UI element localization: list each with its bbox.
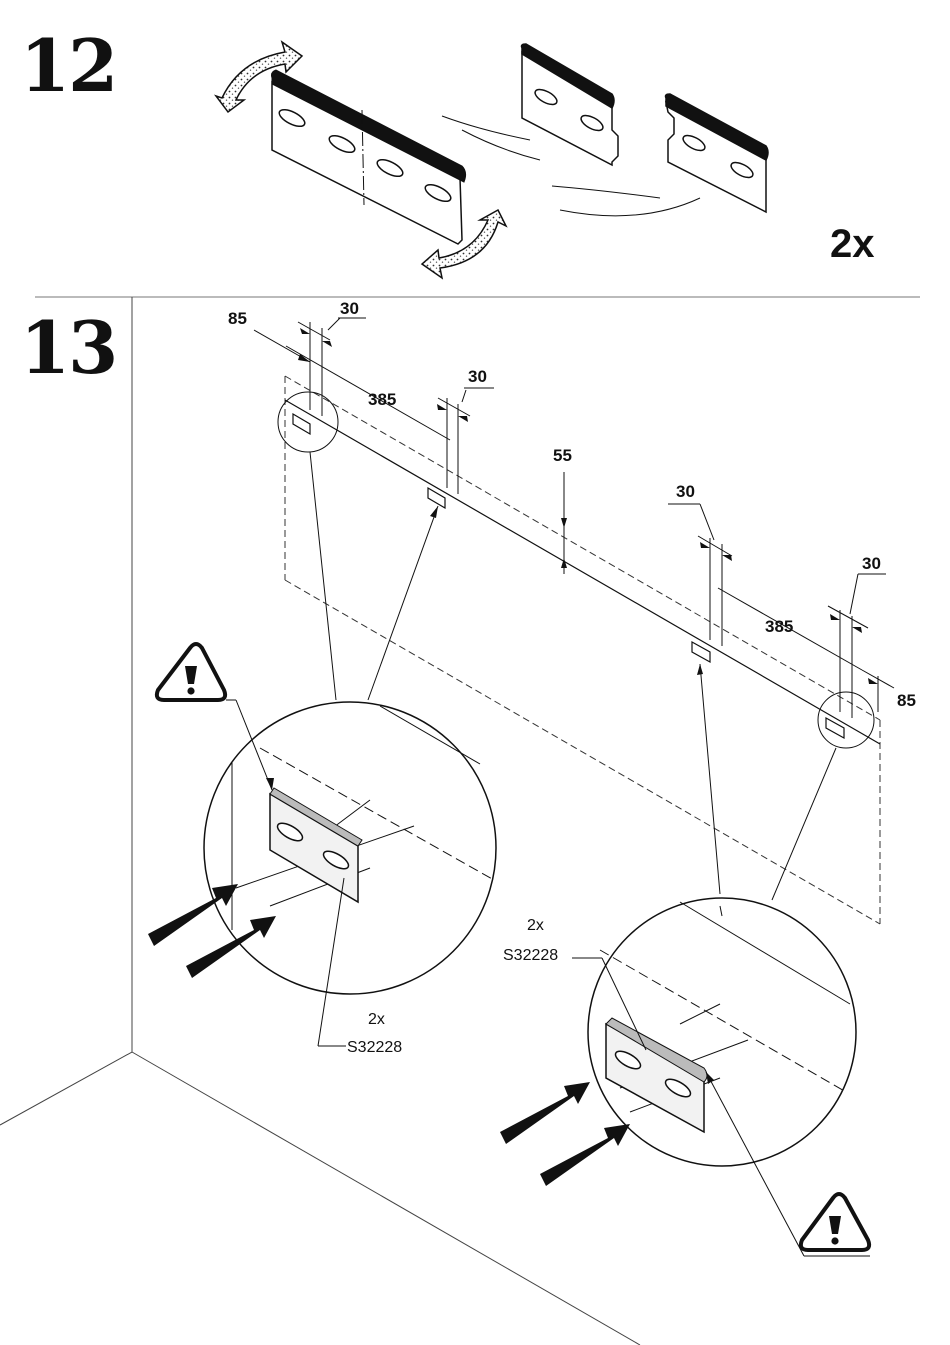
dimension-label: 385 [368,391,396,408]
step-number: 12 [20,30,116,102]
dimension-label: 55 [553,447,572,464]
part-quantity: 2x [527,918,544,934]
step-number: 13 [20,312,116,384]
dimension-label: 30 [340,300,359,317]
detail-circle-small [278,392,338,452]
dimension-label: 385 [765,618,793,635]
warning-icon [157,644,225,700]
bracket-half-left [522,44,619,165]
part-code: S32228 [347,1040,402,1056]
quantity-label: 2x [830,224,875,264]
bracket-half-right [666,94,769,212]
warning-icon [801,1194,869,1250]
leader-arrowheads [430,506,703,675]
detail-circle-left [204,702,496,994]
part-quantity: 2x [368,1012,385,1028]
dimension-label: 30 [468,368,487,385]
dimension-label: 85 [897,692,916,709]
mounting-line [285,400,880,744]
dimension-label: 85 [228,310,247,327]
part-code: S32228 [503,948,558,964]
dimension-label: 30 [676,483,695,500]
dimension-lines [254,318,894,718]
bracket-rail-long [272,70,466,244]
dimension-label: 30 [862,555,881,572]
